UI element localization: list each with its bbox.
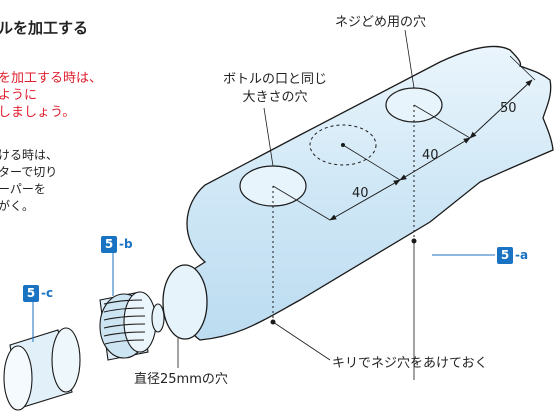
label-mouth-hole-1: ボトルの口と同じ [222,72,327,87]
instruction-text: ける時は、 ターで切り ーパーを がく。 [0,147,58,215]
badge-5b-suffix: -b [119,237,133,251]
dim-40-right: 40 [422,148,439,163]
badge-5a-suffix: -a [515,248,529,262]
note-line-1: ける時は、 [0,148,59,162]
note-line-3: ーパーを [0,182,46,196]
badge-5c-suffix: -c [41,286,54,300]
badge-5a: 5 [497,247,513,264]
bottle-neck-opening [162,264,208,340]
label-drill-holes: キリでネジ穴をあけておく [332,356,488,371]
badge-5b: 5 [101,236,117,253]
label-diameter-hole: 直径25mmの穴 [134,372,228,387]
dim-40-left: 40 [352,186,369,201]
label-mouth-hole-2: 大きさの穴 [242,90,308,105]
note-line-4: がく。 [0,199,35,213]
caution-text: を加工する時は、 ように しましょう。 [0,70,102,121]
note-line-2: ターで切り [0,165,58,179]
caution-line-3: しましょう。 [0,105,76,120]
caution-line-1: を加工する時は、 [0,71,103,86]
label-screw-hole: ネジどめ用の穴 [335,15,427,30]
badge-5c: 5 [23,285,39,302]
lid-part [3,327,81,411]
section-title: ルを加工する [0,19,89,37]
dashed-hole [309,124,377,166]
threaded-cap-part [99,291,165,361]
dim-50: 50 [500,101,517,116]
caution-line-2: ように [0,88,38,103]
